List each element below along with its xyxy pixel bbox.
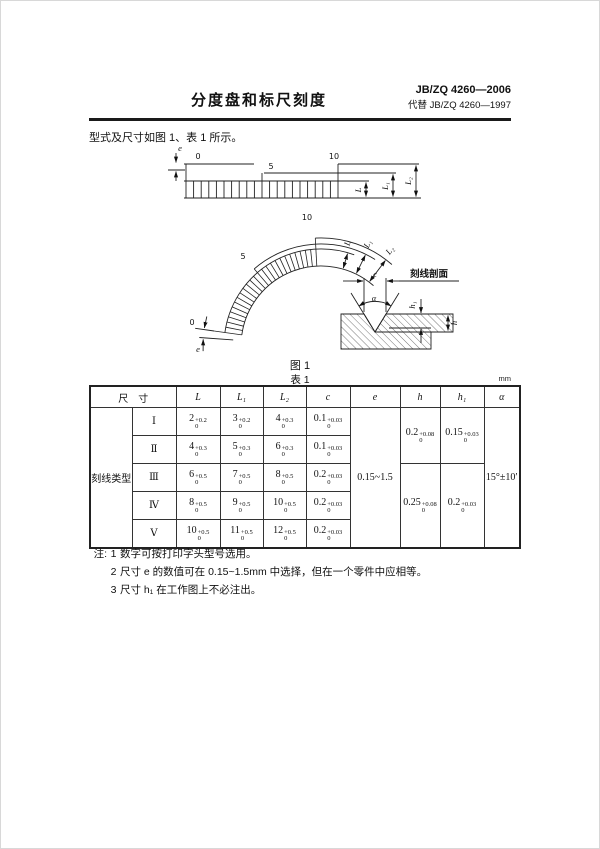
standard-number: JB/ZQ 4260—2006 [415, 84, 511, 96]
note-label [89, 563, 107, 581]
linear-label-10: 10 [329, 152, 339, 161]
linear-scale-drawing [168, 153, 421, 199]
section-title: 刻线剖面 [410, 268, 449, 280]
alpha-value-cell: 15°±10′ [483, 407, 521, 549]
header-L1: L₁ [219, 385, 264, 408]
note-3: 3 尺寸 h₁ 在工作图上不必注出。 [89, 581, 427, 599]
row-group-label: 刻线类型 [89, 407, 133, 549]
note-number: 3 [110, 584, 117, 596]
arc-scale-drawing [195, 237, 393, 352]
note-text: 尺寸 h₁ 在工作图上不必注出。 [120, 584, 262, 596]
notes-block: 注: 1 数字可按打印字头型号选用。 2 尺寸 e 的数值可在 0.15~1.5… [89, 545, 428, 599]
section-label-alpha: α [372, 293, 377, 303]
header-rule [89, 118, 511, 121]
type-cell: Ⅳ [131, 491, 177, 520]
note-2: 2 尺寸 e 的数值可在 0.15~1.5mm 中选择，但在一个零件中应相等。 [89, 563, 428, 581]
type-cell: Ⅲ [131, 463, 177, 492]
arc-label-10: 10 [302, 213, 312, 222]
note-text: 尺寸 e 的数值可在 0.15~1.5mm 中选择，但在一个零件中应相等。 [120, 566, 428, 578]
header-L2: L₂ [262, 385, 307, 408]
note-label [89, 581, 107, 599]
header-alpha: α [483, 385, 521, 408]
type-cell: Ⅴ [131, 519, 177, 549]
note-text: 数字可按打印字头型号选用。 [120, 548, 257, 560]
linear-label-L1: L₁ [380, 182, 390, 191]
linear-label-5: 5 [268, 162, 273, 171]
header-L: L [175, 385, 221, 408]
note-number: 2 [110, 566, 117, 578]
linear-scale-ticks [185, 164, 339, 198]
arc-label-e: e [196, 344, 200, 354]
arc-label-L1: L₁ [361, 238, 374, 250]
arc-label-5: 5 [240, 252, 245, 261]
header-c: c [305, 385, 351, 408]
standard-number-block: JB/ZQ 4260—2006 代替 JB/ZQ 4260—1997 [408, 83, 511, 113]
note-number: 1 [110, 548, 117, 560]
table-unit: mm [498, 374, 512, 383]
type-cell: Ⅰ [131, 407, 177, 436]
standard-replaces: 代替 JB/ZQ 4260—1997 [408, 100, 511, 111]
arc-label-L2: L₂ [383, 244, 396, 257]
linear-label-L: L [353, 187, 363, 193]
document-title: 分度盘和标尺刻度 [190, 92, 327, 109]
intro-text: 型式及尺寸如图 1、表 1 所示。 [89, 132, 243, 144]
figure-caption: 图 1 [289, 360, 311, 372]
type-cell: Ⅱ [131, 435, 177, 464]
section-label-h1: h₁ [407, 301, 417, 308]
header-h: h [399, 385, 441, 408]
arc-label-0: 0 [189, 318, 194, 327]
table-caption: 表 1 [290, 374, 310, 386]
groove-section-drawing [340, 278, 459, 350]
e-value-cell: 0.15~1.5 [349, 407, 401, 549]
header-h1: h₁ [439, 385, 485, 408]
arc-label-L: L [341, 239, 352, 248]
linear-label-0: 0 [195, 152, 200, 161]
section-label-h: h [449, 321, 459, 325]
linear-label-L2: L₂ [403, 177, 413, 186]
header-size: 尺 寸 [89, 385, 177, 408]
header-e: e [349, 385, 401, 408]
note-1: 注: 1 数字可按打印字头型号选用。 [89, 545, 427, 563]
table-header-row: 尺 寸 L L₁ L₂ c e h h₁ α [89, 385, 521, 408]
section-label-c: c [373, 269, 377, 279]
note-label: 注: [93, 548, 107, 560]
